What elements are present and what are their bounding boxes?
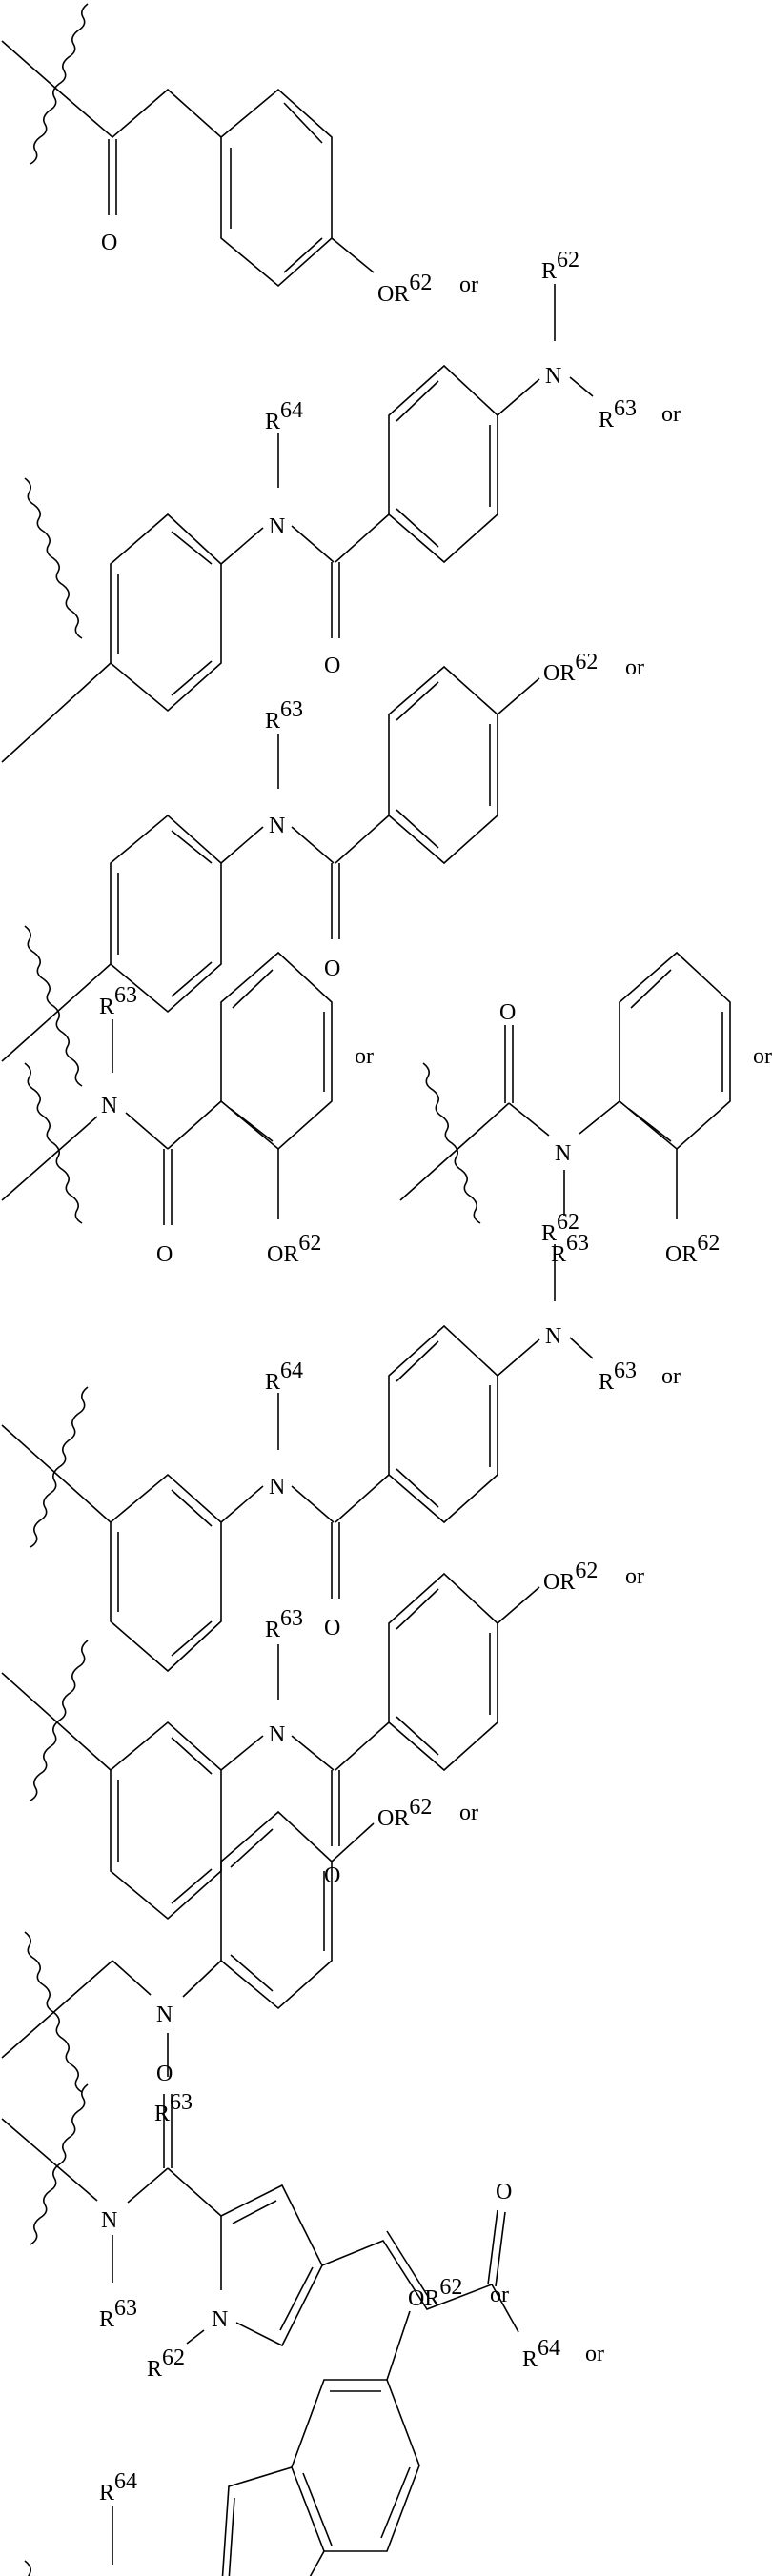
r64-label: R64 [99,2469,137,2506]
or-conjunction: or [490,2283,509,2307]
structure-9: N R63 O N R62 O R64 or [1,2062,604,2382]
amine-nitrogen-label: N [545,1324,561,1349]
or-conjunction: or [459,272,478,297]
r64-label: R64 [265,1358,303,1395]
r64-label: R64 [265,398,303,434]
r64-label: R64 [522,2336,560,2372]
ketone-oxygen-label: O [496,2180,512,2204]
or62-label: OR62 [267,1231,321,1267]
or62-label: OR62 [408,2275,462,2311]
structure-3: N R63 O OR62 or [1,650,644,1087]
amide-nitrogen-label: N [269,1475,285,1499]
wavy-bond-icon [30,2083,89,2245]
wavy-bond-icon [422,1062,481,1224]
r63-label: R63 [599,1358,637,1395]
structure-5: O N R63 OR62 or [399,951,772,1267]
wavy-bond-icon [30,3,89,165]
r63-label: R63 [154,2090,193,2126]
structure-6: N R64 O N R62 R63 or [1,1210,681,1673]
or-conjunction: or [661,1364,681,1389]
amide-nitrogen-label: N [269,814,285,838]
wavy-bond-icon [24,1062,83,1224]
wavy-bond-icon [24,477,83,639]
or-conjunction: or [753,1044,772,1069]
or-conjunction: or [625,1564,644,1589]
structure-10: N R64 O N R63 OR62 or [24,2275,509,2576]
r63-label: R63 [99,2296,137,2332]
carbonyl-oxygen-label: O [156,1242,173,1267]
amine-nitrogen-label: N [156,2002,173,2027]
or62-label: OR62 [543,650,598,686]
amide-nitrogen-label: N [101,2208,117,2233]
pyrrole-nitrogen-label: N [212,2307,228,2332]
r62-label: R62 [541,1210,579,1246]
or-conjunction: or [459,1801,478,1825]
amide-nitrogen-label: N [101,1094,117,1118]
or62-label: OR62 [543,1559,598,1595]
r63-label: R63 [599,396,637,433]
structure-4: N R63 O OR62 or [1,951,374,1267]
wavy-bond-icon [30,1386,89,1548]
wavy-bond-icon [24,2560,31,2576]
or62-label: OR62 [377,271,432,307]
carbonyl-oxygen-label: O [324,654,340,678]
carbonyl-oxygen-label: O [499,1000,516,1025]
carbonyl-oxygen-label: O [101,231,117,255]
or62-label: OR62 [665,1231,720,1267]
carbonyl-oxygen-label: O [324,956,340,981]
or-conjunction: or [625,655,644,680]
carbonyl-oxygen-label: O [324,1616,340,1640]
structure-8: N R63 OR62 or [1,1795,478,2126]
amide-oxygen-label: O [156,2062,173,2086]
or-conjunction: or [661,402,681,427]
amine-nitrogen-label: N [545,364,561,389]
r63-label: R63 [265,1606,303,1642]
r63-label: R63 [265,697,303,734]
wavy-bond-icon [30,1640,89,1801]
r62-label: R62 [541,248,579,284]
amide-nitrogen-label: N [555,1141,571,1166]
r62-label: R62 [147,2345,185,2382]
or-conjunction: or [355,1044,374,1069]
or62-label: OR62 [377,1795,432,1831]
or-conjunction: or [585,2342,604,2366]
amide-nitrogen-label: N [269,514,285,539]
structure-7: N R63 O OR62 or [1,1559,644,1921]
r63-label: R63 [99,983,137,1019]
wavy-bond-icon [24,925,83,1087]
structure-2: N R64 O N R62 R63 or [1,248,681,763]
structure-1: O OR62 or [1,3,478,307]
amide-nitrogen-label: N [269,1722,285,1747]
